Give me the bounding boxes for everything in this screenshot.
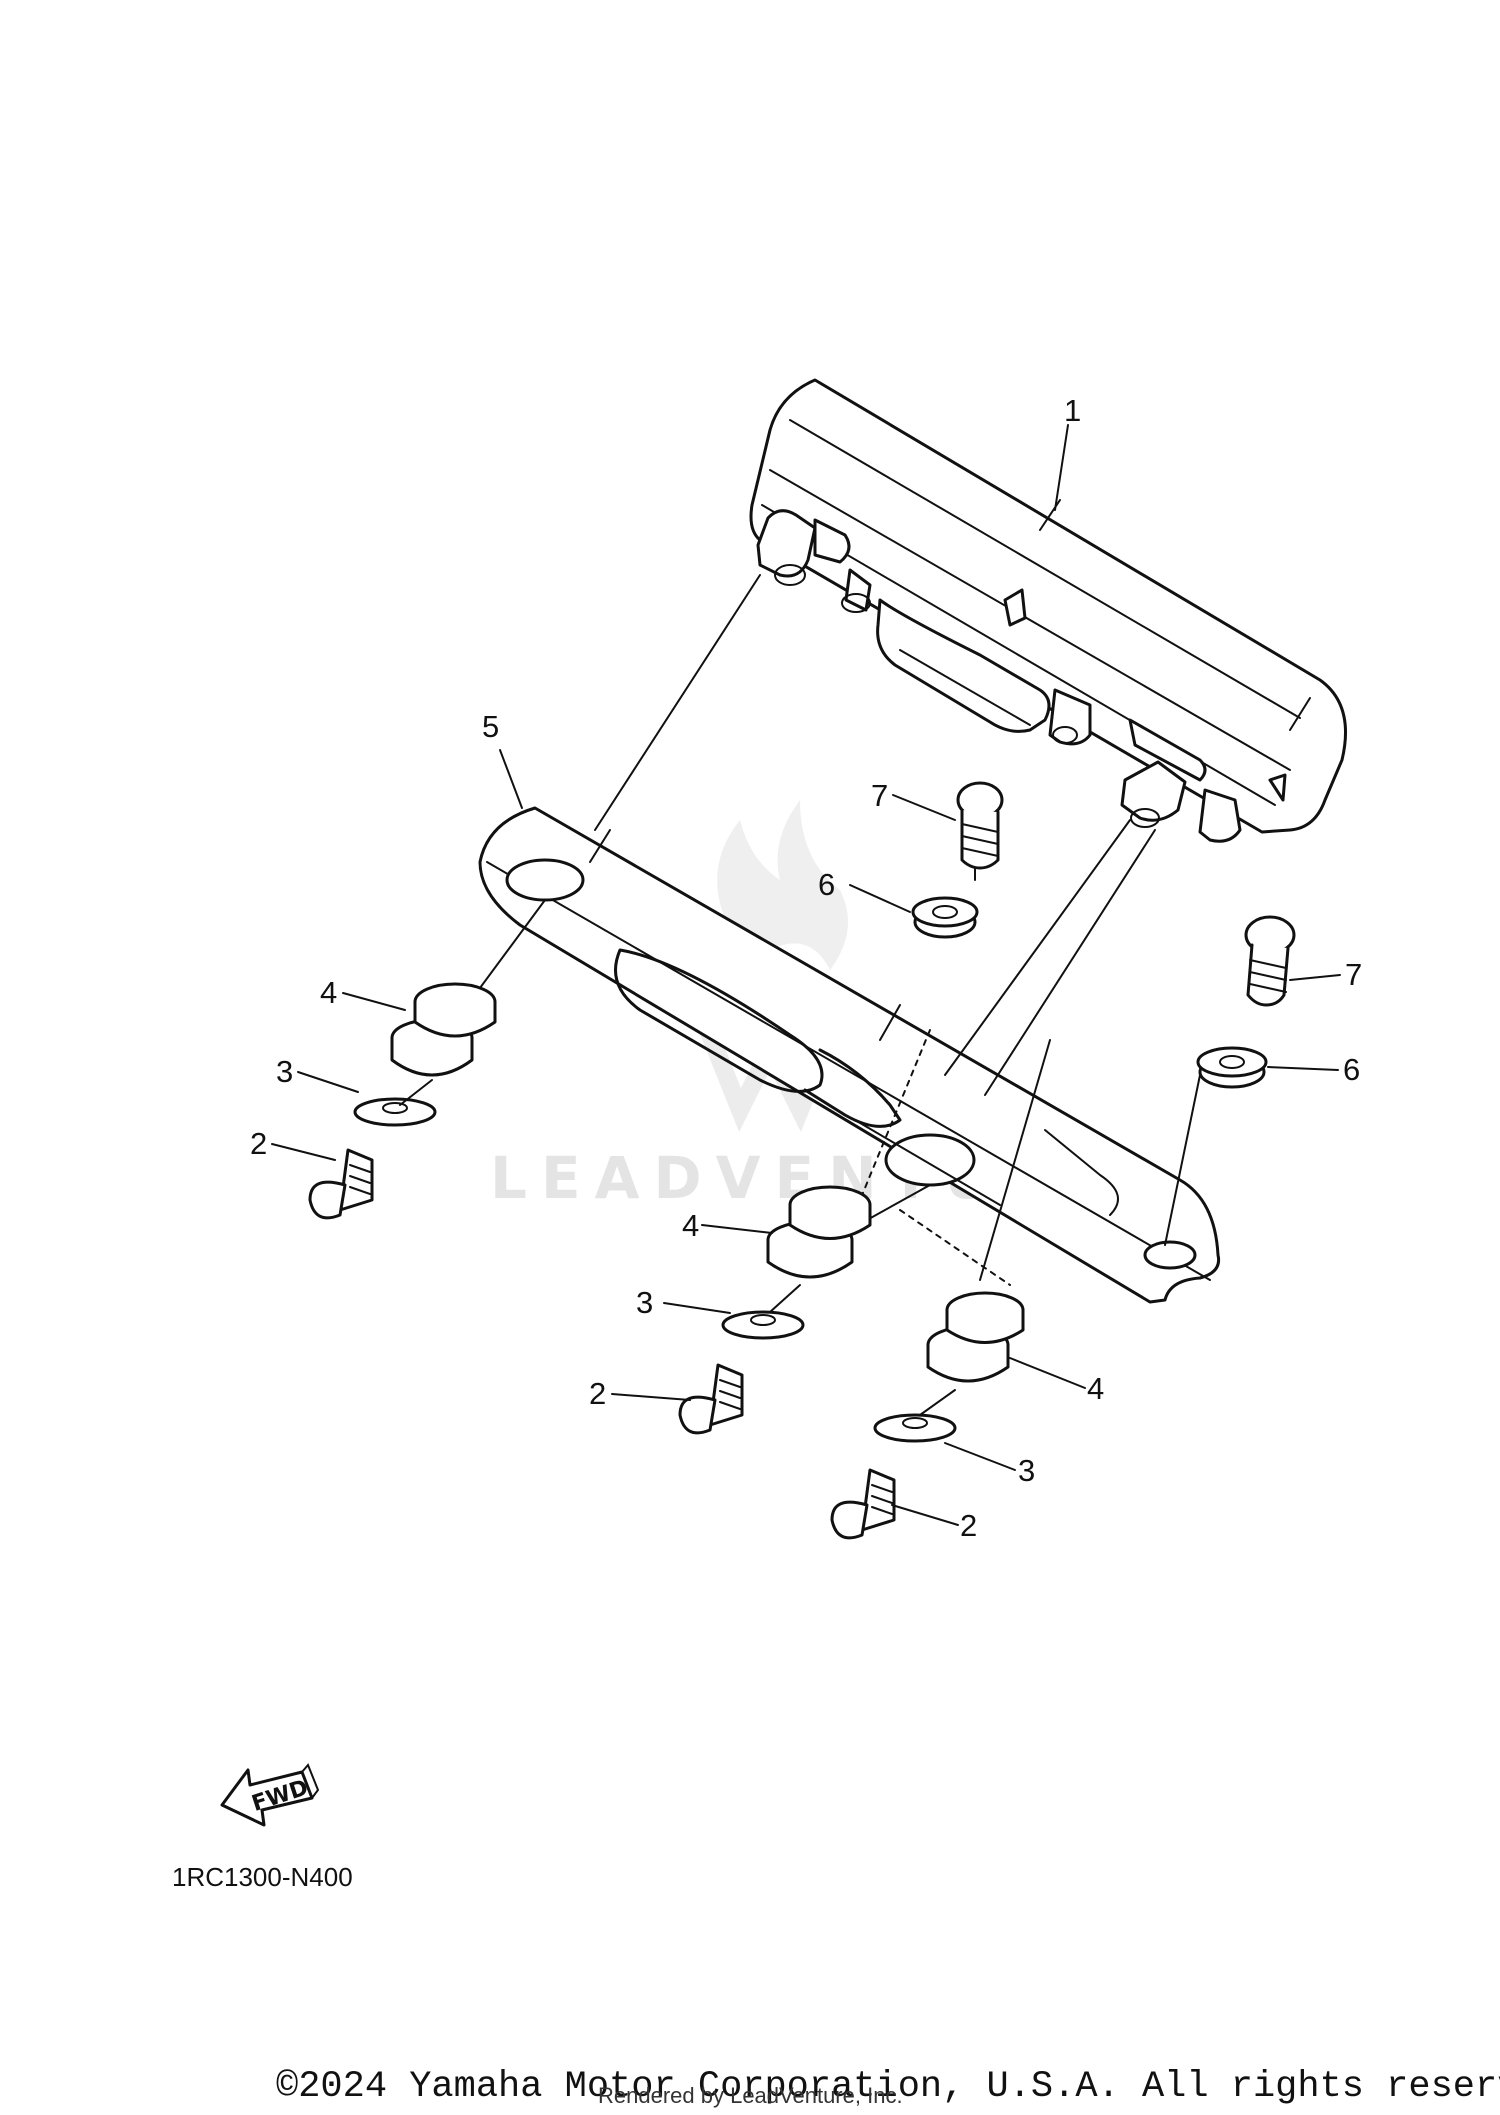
callout-6-right: 6 [1343,1052,1360,1087]
collar-upper [911,896,979,939]
meter-assembly [749,378,1347,843]
collar-right [1196,1046,1268,1089]
callout-4-right: 4 [1087,1371,1104,1406]
fastener-stack-middle [678,1185,872,1435]
fastener-stack-right [830,1291,1025,1540]
callout-4-left: 4 [320,975,337,1010]
callout-7-upper: 7 [871,778,888,813]
callout-3-right: 3 [1018,1453,1035,1488]
callout-4-middle: 4 [682,1208,699,1243]
callout-2-middle: 2 [589,1376,606,1411]
callout-2-right: 2 [960,1508,977,1543]
meter-bracket [478,806,1221,1304]
callout-7-right: 7 [1345,957,1362,992]
diagram-code: 1RC1300-N400 [172,1862,353,1892]
callout-5: 5 [482,709,499,744]
callout-6-upper: 6 [818,867,835,902]
screw-right [1244,915,1296,1007]
rendered-by-notice: Rendered by LeadVenture, Inc. [598,2083,903,2108]
fastener-stack-left [308,982,497,1220]
callout-3-left: 3 [276,1054,293,1089]
alignment-lines [459,574,1201,1286]
callout-1: 1 [1064,393,1081,428]
callout-3-middle: 3 [636,1285,653,1320]
copyright-notice: ©2024 Yamaha Motor Corporation, U.S.A. A… [276,2066,1500,2108]
screw-upper [956,781,1004,881]
leader-lines [271,424,1341,1526]
callout-2-left: 2 [250,1126,267,1161]
callout-labels: 1 5 7 6 7 6 4 3 2 4 3 2 4 3 2 [250,393,1362,1543]
forward-arrow: FWD [220,1763,320,1827]
